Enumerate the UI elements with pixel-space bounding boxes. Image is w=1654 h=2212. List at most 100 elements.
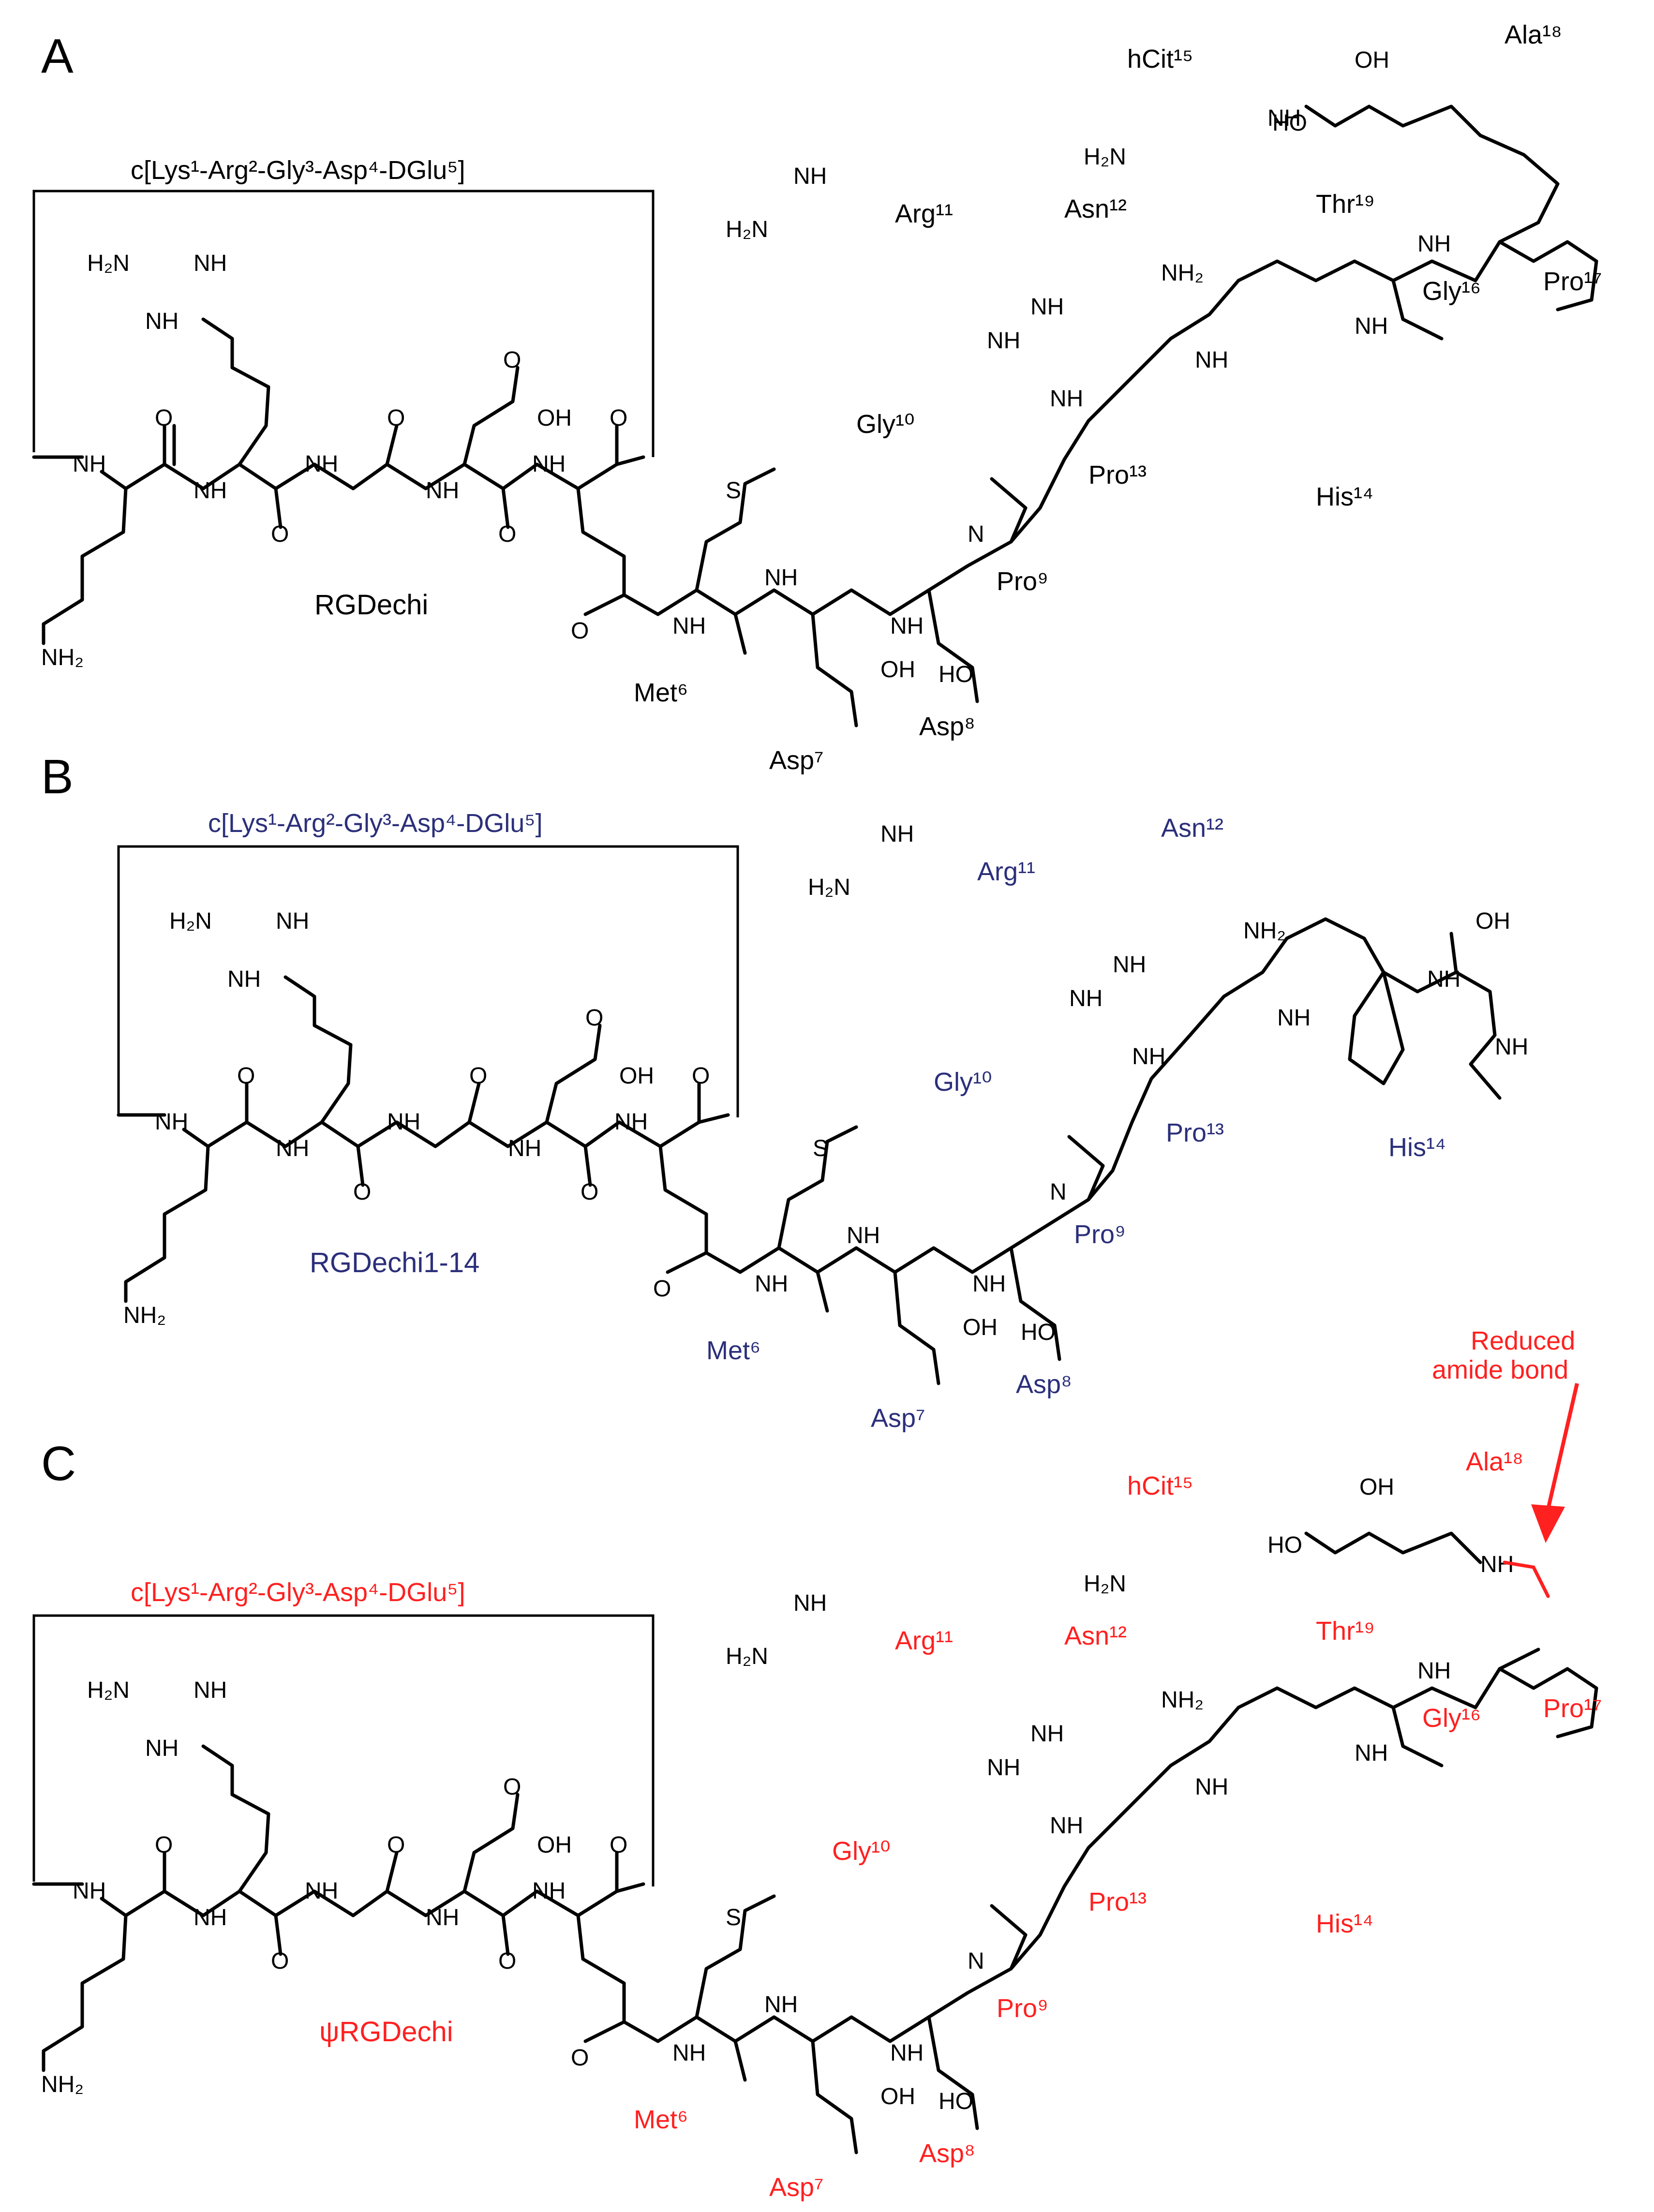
atom-nh: NH	[1050, 1813, 1083, 1839]
residue-label: Pro¹⁷	[1543, 267, 1602, 296]
panel-b: B c[Lys¹-Arg²-Gly³-Asp⁴-DGlu⁵] NH O NH O…	[41, 750, 1528, 1433]
residue-label: Asn¹²	[1161, 814, 1223, 843]
atom-nh2: NH₂	[1243, 918, 1286, 944]
atom-nh: NH	[1277, 1005, 1311, 1031]
panel-b-peptide-name: RGDechi1-14	[310, 1247, 479, 1278]
panel-a-cyclo-bracket	[32, 190, 655, 457]
atom-o: O	[503, 1774, 521, 1800]
atom-hn: NH	[145, 1736, 179, 1761]
panel-b-cyclic-core: NH O NH O NH O O OH NH O NH O NH₂ H₂N NH…	[117, 908, 742, 1328]
atom-o: O	[610, 1832, 627, 1858]
residue-label: Met⁶	[634, 2105, 688, 2134]
atom-o: O	[692, 1063, 710, 1089]
residue-label: hCit¹⁵	[1127, 1471, 1193, 1500]
atom-nh: NH	[847, 1223, 880, 1248]
residue-label: Asp⁷	[871, 1404, 925, 1433]
panel-b-cyclo-label: c[Lys¹-Arg²-Gly³-Asp⁴-DGlu⁵]	[208, 809, 543, 838]
atom-o: O	[155, 405, 173, 431]
residue-label: Pro¹⁷	[1543, 1694, 1602, 1723]
atom-o: O	[498, 1948, 516, 1974]
atom-nh: NH	[793, 1590, 827, 1616]
atom-hn: NH	[1417, 1658, 1451, 1684]
panel-a-letter: A	[41, 29, 74, 83]
atom-nh: NH	[1355, 1740, 1388, 1766]
atom-nh: NH	[1195, 347, 1228, 373]
atom-ho: HO	[1272, 110, 1307, 136]
atom-nh: NH	[426, 1905, 459, 1930]
atom-h2n: H₂N	[87, 251, 130, 276]
atom-nh: NH	[194, 251, 227, 276]
atom-nh: NH	[1030, 294, 1064, 320]
residue-label: Pro⁹	[997, 1994, 1048, 2023]
atom-nh: NH	[1355, 313, 1388, 339]
atom-nh: NH	[532, 1878, 566, 1904]
atom-nh: NH	[672, 613, 706, 639]
atom-oh: OH	[537, 405, 572, 431]
residue-label: hCit¹⁵	[1127, 45, 1193, 74]
residue-label: Pro¹³	[1088, 460, 1147, 490]
red-arrow-icon	[1531, 1383, 1579, 1543]
atom-nh: NH	[276, 1136, 309, 1161]
atom-s: S	[726, 1905, 741, 1930]
atom-h2n: H₂N	[726, 1644, 768, 1669]
residue-label: Asn¹²	[1064, 194, 1127, 223]
residue-label: Gly¹⁰	[934, 1068, 992, 1097]
atom-s: S	[726, 478, 741, 504]
atom-o: O	[155, 1832, 173, 1858]
atom-o: O	[271, 1948, 289, 1974]
atom-nh: NH	[194, 1678, 227, 1703]
panel-c-peptide-name: ψRGDechi	[319, 2016, 453, 2048]
atom-h2n: H₂N	[808, 875, 850, 900]
panel-c-residue-labels: ψRGDechi Met⁶ Asp⁷ Asp⁸ Pro⁹ Gly¹⁰ Arg¹¹…	[319, 1447, 1602, 2202]
atom-nh: NH	[972, 1271, 1006, 1297]
atom-nh2: NH₂	[1161, 260, 1204, 286]
atom-hn: NH	[1495, 1034, 1528, 1060]
atom-o: O	[498, 521, 516, 547]
atom-h2n: H₂N	[169, 908, 212, 934]
residue-label: Pro⁹	[997, 567, 1048, 596]
residue-label: Asp⁸	[919, 2139, 975, 2168]
residue-label: Asp⁷	[769, 2173, 824, 2202]
atom-nh: NH	[764, 565, 798, 591]
atom-ho: HO	[1021, 1320, 1056, 1345]
atom-n: N	[1050, 1179, 1067, 1205]
residue-label: Ala¹⁸	[1466, 1447, 1523, 1476]
atom-nh: NH	[880, 821, 914, 847]
panel-a-peptide-name: RGDechi	[314, 589, 428, 621]
atom-nh: NH	[987, 328, 1020, 354]
atom-oh: OH	[1355, 47, 1389, 73]
atom-o: O	[571, 618, 589, 644]
atom-nh: NH	[73, 1878, 106, 1904]
atom-nh: NH	[793, 163, 827, 189]
atom-nh: NH	[1267, 105, 1301, 131]
atom-oh: OH	[963, 1315, 998, 1340]
residue-label: His¹⁴	[1316, 1909, 1373, 1938]
residue-label: Arg¹¹	[895, 1626, 953, 1655]
panel-a-cyclo-label: c[Lys¹-Arg²-Gly³-Asp⁴-DGlu⁵]	[131, 156, 465, 185]
annotation-line-1: Reduced	[1471, 1326, 1575, 1355]
atom-nh: NH	[1069, 986, 1103, 1011]
atom-o: O	[387, 405, 405, 431]
residue-label: Thr¹⁹	[1316, 1617, 1375, 1646]
residue-label: Gly¹⁰	[856, 410, 915, 439]
atom-nh: NH	[532, 451, 566, 477]
atom-nh: NH	[1050, 386, 1083, 412]
atom-nh: NH	[890, 2040, 924, 2066]
atom-nh: NH	[672, 2040, 706, 2066]
atom-nh: NH	[305, 451, 338, 477]
panel-c-letter: C	[41, 1437, 76, 1491]
atom-nh: NH	[194, 1905, 227, 1930]
atom-h2n: H₂N	[1084, 144, 1126, 170]
atom-h2n: H₂N	[726, 217, 768, 242]
atom-h2n: H₂N	[1084, 1571, 1126, 1597]
residue-label: Gly¹⁶	[1422, 277, 1481, 306]
atom-hn: NH	[227, 966, 261, 992]
atom-o: O	[585, 1005, 603, 1031]
atom-n: N	[968, 521, 984, 547]
atom-ho: HO	[1267, 1532, 1302, 1558]
atom-nh2: NH₂	[41, 2072, 84, 2097]
atom-nh: NH	[194, 478, 227, 504]
atom-n: N	[968, 1948, 984, 1974]
reduced-amide-annotation: Reduced amide bond	[1432, 1326, 1575, 1384]
